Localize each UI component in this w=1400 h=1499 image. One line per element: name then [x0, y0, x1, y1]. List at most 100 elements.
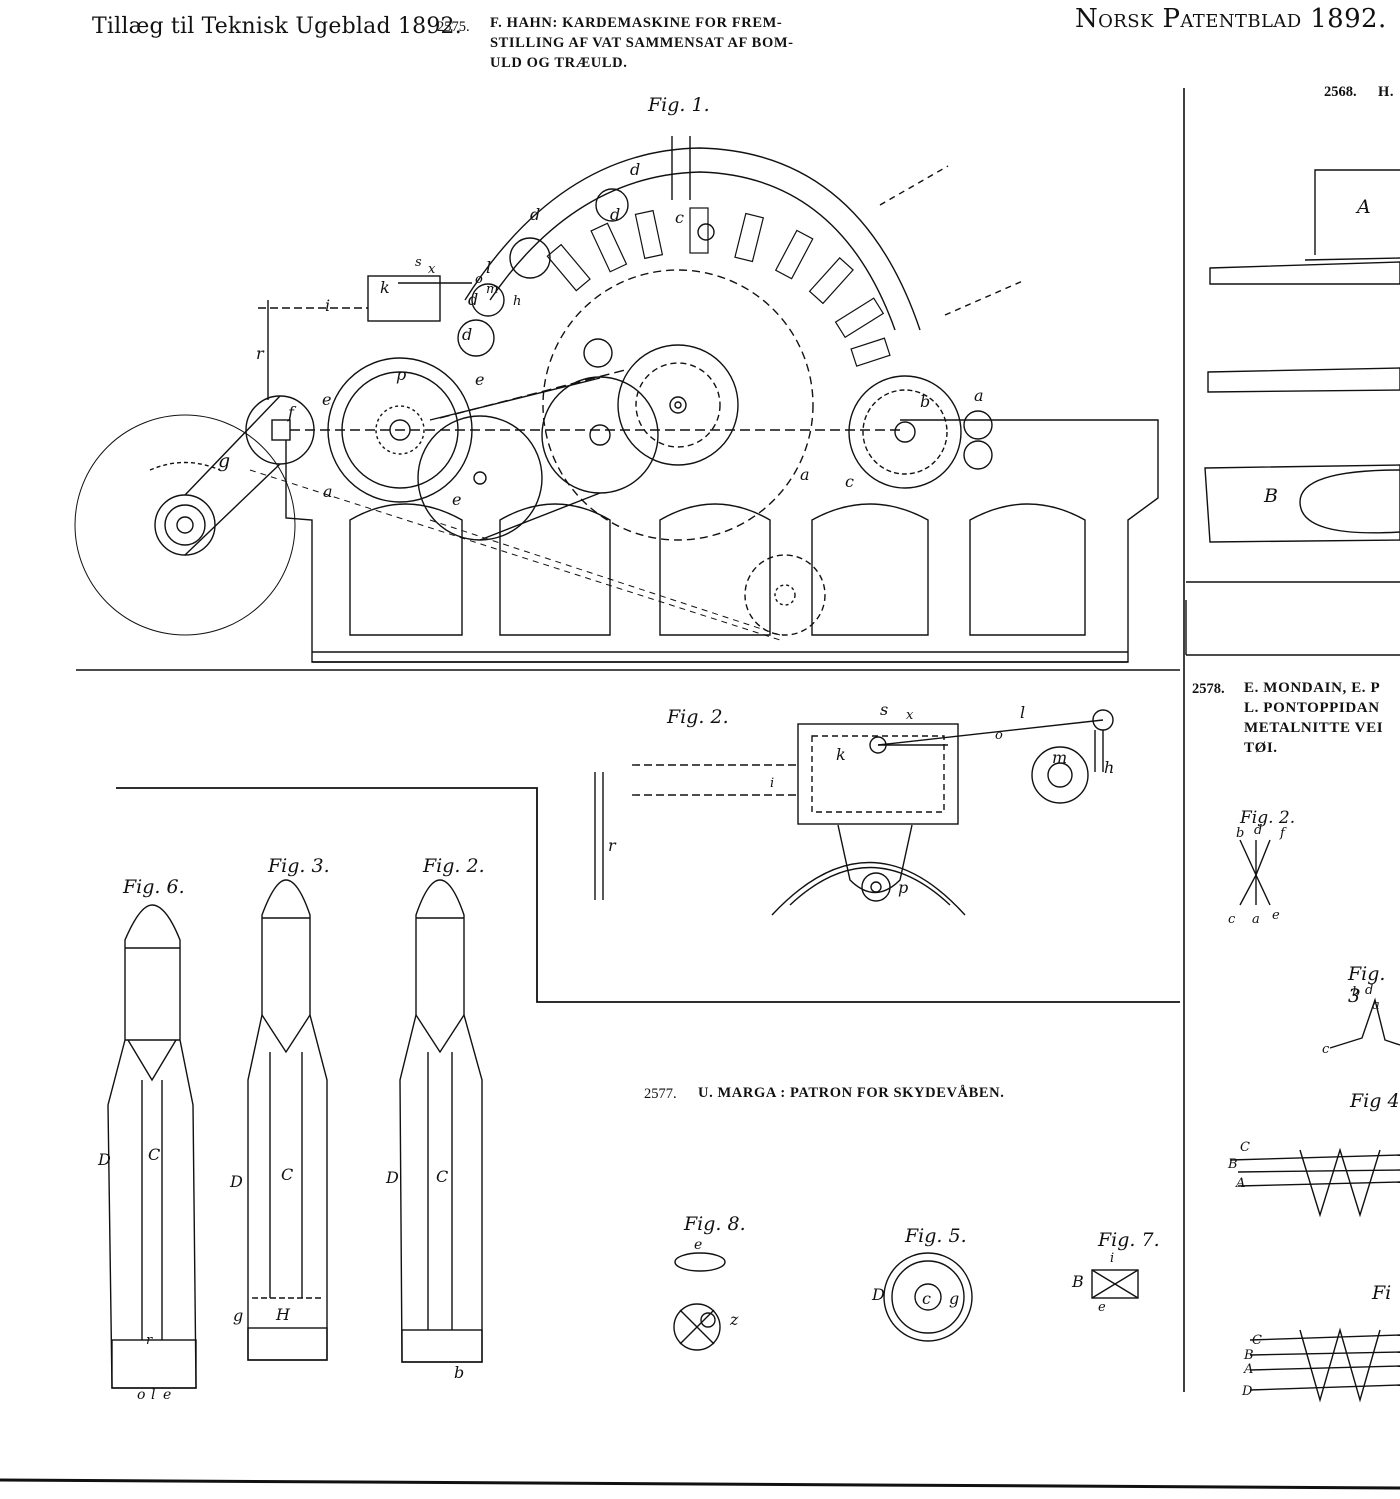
patent-2578-title-line2: L. PONTOPPIDAN	[1244, 700, 1380, 716]
patent-2577-number: 2577.	[644, 1086, 677, 1102]
fig-2578-5-caption: Fi	[1372, 1282, 1392, 1304]
fig-2-machine-caption: Fig. 2.	[667, 706, 729, 728]
patent-2578-number: 2578.	[1192, 681, 1225, 697]
patent-2578-drawing	[1229, 839, 1400, 1403]
fig1-label-a-mid: a	[800, 465, 810, 484]
p2578-f5-label-D: D	[1242, 1384, 1253, 1399]
journal-name: Norsk Patentblad	[1075, 4, 1302, 34]
fig-3-caption: Fig. 3.	[268, 855, 330, 877]
fig1-label-l: l	[486, 258, 492, 277]
fig2c-label-C: C	[436, 1167, 449, 1186]
fig1-label-x: x	[428, 262, 436, 277]
cartridge-fig-2	[399, 879, 483, 1363]
fig-2578-4-caption: Fig 4	[1350, 1090, 1400, 1112]
fig2-label-l: l	[1020, 703, 1026, 722]
fig-8-caption: Fig. 8.	[684, 1213, 746, 1235]
cartridge-fig-3	[247, 879, 328, 1361]
fig6-label-o: o	[137, 1387, 146, 1403]
fig1-label-e-pulley: e	[452, 490, 462, 509]
fig3-label-D: D	[230, 1172, 243, 1191]
fig3-label-H: H	[276, 1305, 290, 1324]
patent-2575-title-line3: ULD OG TRÆULD.	[490, 55, 628, 71]
fig5-label-D: D	[872, 1285, 885, 1304]
fig6-label-D: D	[98, 1150, 111, 1169]
p2578-f5-label-A: A	[1244, 1362, 1254, 1377]
p2578-f5-label-C: C	[1252, 1333, 1262, 1348]
p2578-f2-label-c: c	[1228, 912, 1236, 927]
fig1-label-d-mid: d	[468, 290, 479, 309]
patent-2568-title: H.	[1378, 84, 1395, 100]
fig1-label-a-right: a	[974, 386, 984, 405]
fig3-label-g: g	[233, 1306, 244, 1325]
fig1-label-h: h	[513, 294, 522, 309]
section-dividers	[0, 88, 1400, 1490]
fig2-label-h: h	[1104, 758, 1115, 777]
fig-2-cartridge-caption: Fig. 2.	[423, 855, 485, 877]
fig6-label-e: e	[163, 1387, 172, 1403]
patent-2577-title: U. MARGA : PATRON FOR SKYDEVÅBEN.	[698, 1085, 1005, 1101]
fig1-label-a-left: a	[323, 482, 333, 501]
p2578-f2-label-b: b	[1236, 826, 1245, 841]
journal-year: 1892.	[1310, 4, 1387, 34]
fig5-label-c: c	[922, 1289, 931, 1308]
fig1-label-d-small: d	[610, 205, 621, 224]
p2578-f3-label-a: a	[1372, 998, 1380, 1013]
patent-2578-title-line4: TØI.	[1244, 740, 1278, 756]
fig-8-disc	[673, 1252, 726, 1351]
p2578-f3-label-b: b	[1352, 985, 1361, 1000]
patent-2578-title: E. MONDAIN, E. P L. PONTOPPIDAN METALNIT…	[1244, 678, 1383, 758]
fig1-label-e-upper: e	[475, 370, 485, 389]
p2578-f3-label-c: c	[1322, 1042, 1330, 1057]
fig-5-disc	[883, 1252, 973, 1342]
fig-7-primer	[1091, 1269, 1139, 1299]
fig1-label-c: c	[675, 208, 684, 227]
patent-2575-title: F. HAHN: KARDEMASKINE FOR FREM- STILLING…	[490, 13, 794, 73]
fig-6-caption: Fig. 6.	[123, 876, 185, 898]
patent-2568-drawing	[1204, 169, 1400, 543]
fig-2578-3-caption: Fig. 3	[1348, 963, 1386, 1007]
fig1-label-s: s	[415, 255, 422, 270]
p2578-f4-label-C: C	[1240, 1140, 1250, 1155]
p2578-f4-label-A: A	[1236, 1176, 1246, 1191]
fig3-label-C: C	[281, 1165, 294, 1184]
patent-2575-title-line2: STILLING AF VAT SAMMENSAT AF BOM-	[490, 35, 794, 51]
fig-7-caption: Fig. 7.	[1098, 1229, 1160, 1251]
fig2-label-i: i	[770, 776, 775, 791]
fig7-label-e: e	[1098, 1300, 1106, 1315]
journal-header-right: Norsk Patentblad 1892.	[1075, 4, 1387, 34]
p2578-f3-label-d: d	[1365, 983, 1374, 998]
fig-5-caption: Fig. 5.	[905, 1225, 967, 1247]
fig2c-label-b: b	[454, 1363, 465, 1382]
fig1-label-d-left: d	[530, 205, 541, 224]
fig1-label-r: r	[256, 344, 264, 363]
fig7-label-i: i	[1110, 1251, 1115, 1266]
fig-2578-2-caption: Fig. 2.	[1240, 808, 1296, 828]
p2578-f2-label-d: d	[1254, 823, 1263, 838]
fig-2-mechanism-drawing	[594, 709, 1114, 916]
fig-1-caption: Fig. 1.	[648, 94, 710, 116]
fig1-label-p: p	[396, 365, 407, 384]
patent-2575-number: 2575.	[437, 19, 470, 35]
fig1-label-g: g	[218, 450, 231, 472]
cartridge-fig-6	[107, 904, 197, 1389]
fig1-label-i: i	[325, 296, 331, 315]
fig6-label-r: r	[146, 1333, 153, 1348]
fig1-label-k: k	[380, 278, 390, 297]
fig1-label-e-left: e	[322, 390, 332, 409]
fig8-label-e-top: e	[694, 1237, 703, 1253]
fig2-label-s: s	[880, 700, 889, 719]
p2578-f2-label-e: e	[1272, 908, 1280, 923]
fig5-label-g: g	[949, 1289, 960, 1308]
fig1-label-o: o	[475, 272, 483, 287]
fig1-label-b: b	[920, 392, 931, 411]
fig1-label-f: f	[288, 403, 294, 422]
fig1-label-d-low: d	[462, 325, 473, 344]
patent-2578-title-line1: E. MONDAIN, E. P	[1244, 680, 1381, 696]
fig2-label-p: p	[898, 878, 909, 897]
p2578-f2-label-f: f	[1280, 826, 1285, 841]
fig2-label-x: x	[906, 708, 914, 723]
p2568-label-A: A	[1357, 196, 1371, 218]
fig1-label-m: m	[486, 282, 499, 297]
fig2-label-k: k	[836, 745, 846, 764]
